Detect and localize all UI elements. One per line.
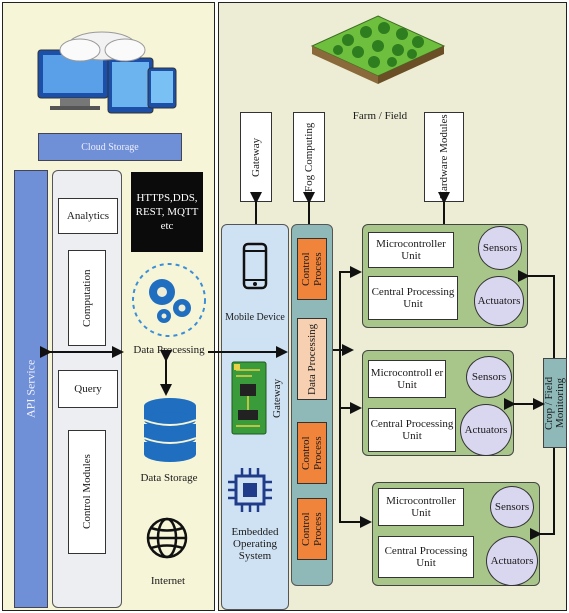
sensors-label-1: Sensors: [482, 242, 518, 254]
embedded-os-label: Embedded Operating System: [231, 526, 279, 562]
cpu-label-1: Central Processing Unit: [371, 286, 455, 310]
mcu-label-2: Microcontroll er Unit: [370, 367, 444, 391]
mobile-device-label: Mobile Device: [225, 312, 285, 323]
cloud-computers-icon: [30, 28, 180, 123]
sensors-circle-3: Sensors: [490, 486, 534, 528]
mobile-phone-icon: [242, 242, 268, 290]
actuators-label-1: Actuators: [477, 295, 521, 307]
protocols-label: HTTPS,DDS, REST, MQTT etc: [135, 192, 199, 232]
gears-icon: [128, 258, 210, 342]
actuators-label-2: Actuators: [464, 424, 508, 436]
cpu-box-1: Central Processing Unit: [368, 276, 458, 320]
cpu-box-3: Central Processing Unit: [378, 536, 474, 578]
sensors-label-2: Sensors: [471, 371, 507, 383]
actuators-circle-3: Actuators: [486, 536, 538, 586]
chip-icon: [226, 466, 274, 514]
actuators-circle-1: Actuators: [474, 276, 524, 326]
cpu-label-2: Central Processing Unit: [370, 418, 454, 442]
sensors-circle-2: Sensors: [466, 356, 512, 398]
cpu-box-2: Central Processing Unit: [368, 408, 456, 452]
cpu-label-3: Central Processing Unit: [384, 545, 468, 569]
mcu-box-1: Microcontroller Unit: [368, 232, 454, 268]
actuators-label-3: Actuators: [490, 555, 534, 567]
globe-icon: [144, 514, 190, 562]
data-storage-label: Data Storage: [140, 472, 198, 484]
mcu-box-3: Microcontroller Unit: [378, 488, 464, 526]
farm-field-icon: [308, 4, 448, 86]
mcu-box-2: Microcontroll er Unit: [368, 360, 446, 398]
actuators-circle-2: Actuators: [460, 404, 512, 456]
analytics-box: Analytics: [58, 198, 118, 234]
database-icon: [142, 397, 198, 463]
cloud-storage-text: Cloud Storage: [81, 141, 139, 153]
internet-label: Internet: [150, 575, 186, 587]
farm-field-label: Farm / Field: [352, 110, 408, 122]
sensors-label-3: Sensors: [494, 501, 530, 513]
mcu-label-1: Microcontroller Unit: [376, 238, 446, 262]
mcu-label-3: Microcontroller Unit: [386, 495, 456, 519]
sensors-circle-1: Sensors: [478, 226, 522, 270]
query-label: Query: [74, 383, 102, 395]
protocols-box: HTTPS,DDS, REST, MQTT etc: [131, 172, 203, 252]
query-box: Query: [58, 370, 118, 408]
analytics-label: Analytics: [66, 210, 110, 222]
cloud-storage-label: Cloud Storage: [38, 133, 182, 161]
circuit-board-icon: [230, 360, 268, 436]
